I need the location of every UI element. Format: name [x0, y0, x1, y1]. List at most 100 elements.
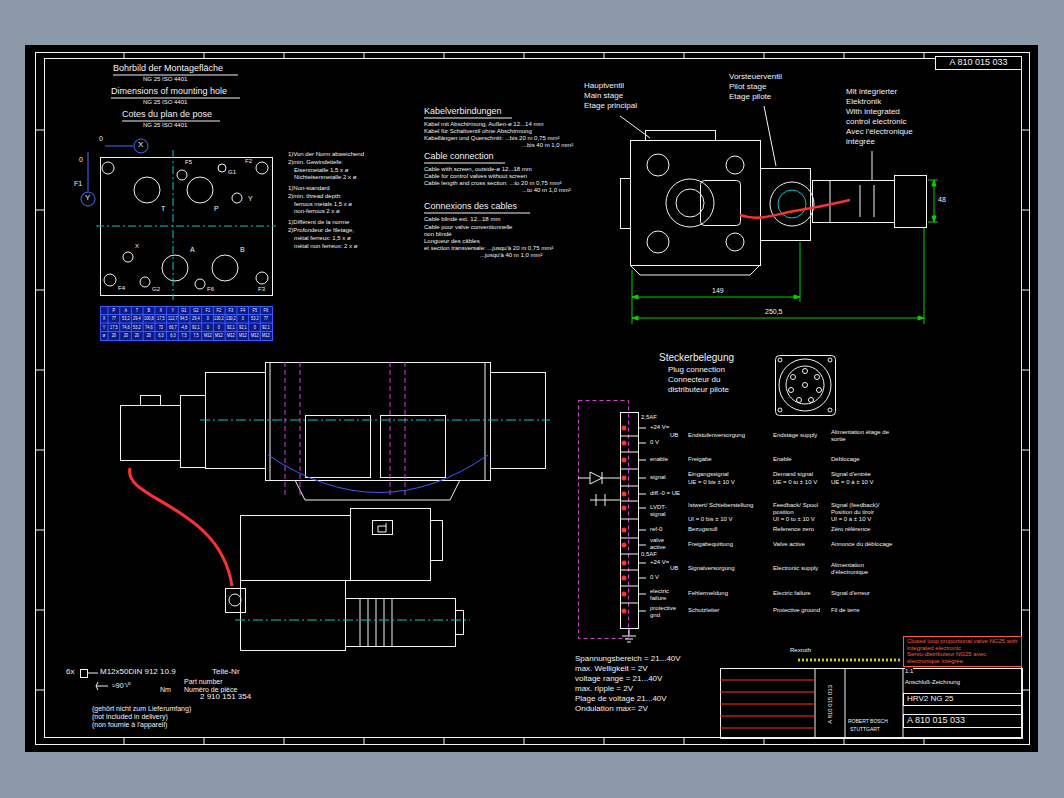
mounting-label: 0	[99, 135, 103, 143]
mounting-label: X	[138, 141, 143, 150]
drawing-frame	[35, 52, 1030, 745]
plug-connector	[791, 375, 796, 380]
title-block-text: STUTTGART	[850, 727, 880, 733]
mounting-label: Dimensions of mounting hole	[111, 87, 227, 97]
pin-label: diff.-0 = UE	[650, 490, 680, 497]
pin-dot	[622, 543, 627, 548]
center-line	[200, 420, 550, 620]
pin-label: Valve active	[773, 541, 805, 548]
axis-marker	[81, 192, 95, 206]
terminal-strip	[638, 428, 646, 611]
pin-label: Bezugsnull	[688, 526, 717, 533]
pin-label: signal	[650, 474, 666, 481]
part-label: Mit integrierter	[846, 88, 897, 97]
table-cell: 7,5	[191, 333, 201, 338]
mounting-label: 1)Von der Norm abweichend	[288, 151, 364, 158]
mounting-label: ferrous metals 1,5 x ø	[294, 201, 352, 208]
mounting-label: Bohrbild der Montagefläche	[113, 64, 223, 74]
pin-label: Reference zero	[773, 526, 814, 533]
valve-side-view	[360, 598, 392, 646]
valve-side-view	[346, 599, 456, 647]
mounting-label: métal ferreux: 1,5 x ø	[294, 235, 351, 242]
mounting-pattern	[162, 255, 188, 281]
terminal-strip	[622, 628, 636, 642]
part-label: With integrated	[846, 108, 900, 117]
plug-connector	[828, 358, 832, 362]
pin-label: Eingangssignal	[688, 471, 729, 478]
cable-note: non blindé	[424, 231, 452, 238]
title-block	[720, 660, 1023, 739]
pin-dot	[622, 492, 627, 497]
mounting-label: P	[214, 205, 219, 213]
plug-connector	[786, 366, 824, 404]
valve-side-view	[378, 523, 386, 532]
pin-label: UI = 0 to ± 10 V	[773, 516, 815, 523]
table-cell: G2	[191, 308, 201, 313]
pin-label: Signal d'erreur	[831, 590, 870, 597]
spec-note: Ondulation max= 2V	[575, 705, 648, 714]
mounting-label: non-ferrous 2 x ø	[294, 208, 340, 215]
pin-label: valve active	[650, 537, 678, 550]
plug-connector	[803, 369, 808, 374]
valve-side-view	[351, 509, 431, 581]
dimension-table	[100, 306, 272, 340]
mounting-pattern	[104, 274, 116, 286]
table-cell: F3	[226, 308, 236, 313]
mounting-pattern	[212, 255, 238, 281]
mounting-label: métal non ferreux: 2 x ø	[294, 243, 357, 250]
table-cell: 74,6	[121, 325, 131, 330]
terminal-strip	[620, 436, 638, 603]
drawing-frame	[45, 59, 1022, 738]
spec-note: ≈90⁺¹⁰	[112, 682, 130, 690]
table-cell: F6	[261, 308, 271, 313]
pin-dot	[622, 576, 627, 581]
title-description-box: Closed loop proportional valve NG25 with…	[903, 636, 1022, 667]
mounting-label: Eisenmetalle 1,5 x ø	[294, 167, 348, 174]
valve-side-view	[121, 362, 546, 651]
node-text: Servo-distributeur NG25 avec électroniqu…	[907, 651, 1018, 664]
table-cell: 17,5	[156, 316, 166, 321]
valve-top-view	[647, 231, 669, 253]
pin-label: protective gnd	[650, 605, 680, 618]
valve-side-view	[306, 416, 371, 478]
valve-top-view	[813, 181, 895, 223]
mounting-pattern	[195, 279, 205, 289]
plug-connector	[828, 408, 832, 412]
mounting-label: NG 25 ISO 4401	[143, 122, 187, 129]
pin-label: Electric failure	[773, 590, 811, 597]
table-cell: A	[121, 308, 131, 313]
spec-note: (gehört nicht zum Lieferumfang)	[92, 705, 191, 713]
cable-note: Kabellängen und Querschnitt: ...bis 20 m…	[424, 135, 559, 142]
cable-note: Cable pour valve conventionnelle	[424, 224, 512, 231]
valve-top-view	[726, 233, 744, 251]
valve-side-view	[229, 594, 241, 606]
part-label: 250,5	[765, 308, 783, 316]
table-cell: 112,7	[167, 316, 177, 321]
cable-note: Cable with screen, outside-ø 12...18 mm	[424, 166, 532, 173]
axis-marker	[88, 146, 133, 191]
mounting-label: 1)Non-standard	[288, 185, 330, 192]
plug-connector	[815, 375, 820, 380]
center-line	[96, 150, 276, 300]
pin-dot	[622, 506, 627, 511]
mounting-label: 2)Profondeur de filetage,	[288, 227, 354, 234]
cable-wire	[130, 468, 232, 586]
table-cell: 6,3	[167, 333, 177, 338]
mounting-label: F5	[185, 159, 192, 166]
pin-label: Connecteur du	[668, 376, 720, 385]
cable-note: ...bis 40 m 1,0 mm²	[522, 142, 573, 149]
valve-top-view	[631, 141, 761, 266]
part-label: Etage pilote	[729, 93, 771, 102]
pin-label: Signalversorgung	[688, 565, 735, 572]
title-block	[815, 668, 903, 738]
pin-label: 0 V	[650, 574, 659, 581]
mounting-label: B	[240, 246, 245, 254]
pin-label: Schutzleiter	[688, 607, 719, 614]
cable-note: Kabel mit Abschirmung, Außen-ø 12...14 m…	[424, 121, 543, 128]
drawing-number-box: A 810 015 033	[935, 56, 1022, 70]
table-cell: M12	[238, 333, 248, 338]
valve-top-view	[666, 179, 714, 227]
valve-side-view	[270, 362, 485, 480]
table-cell: F2	[214, 308, 224, 313]
table-cell: 94,5	[179, 316, 189, 321]
